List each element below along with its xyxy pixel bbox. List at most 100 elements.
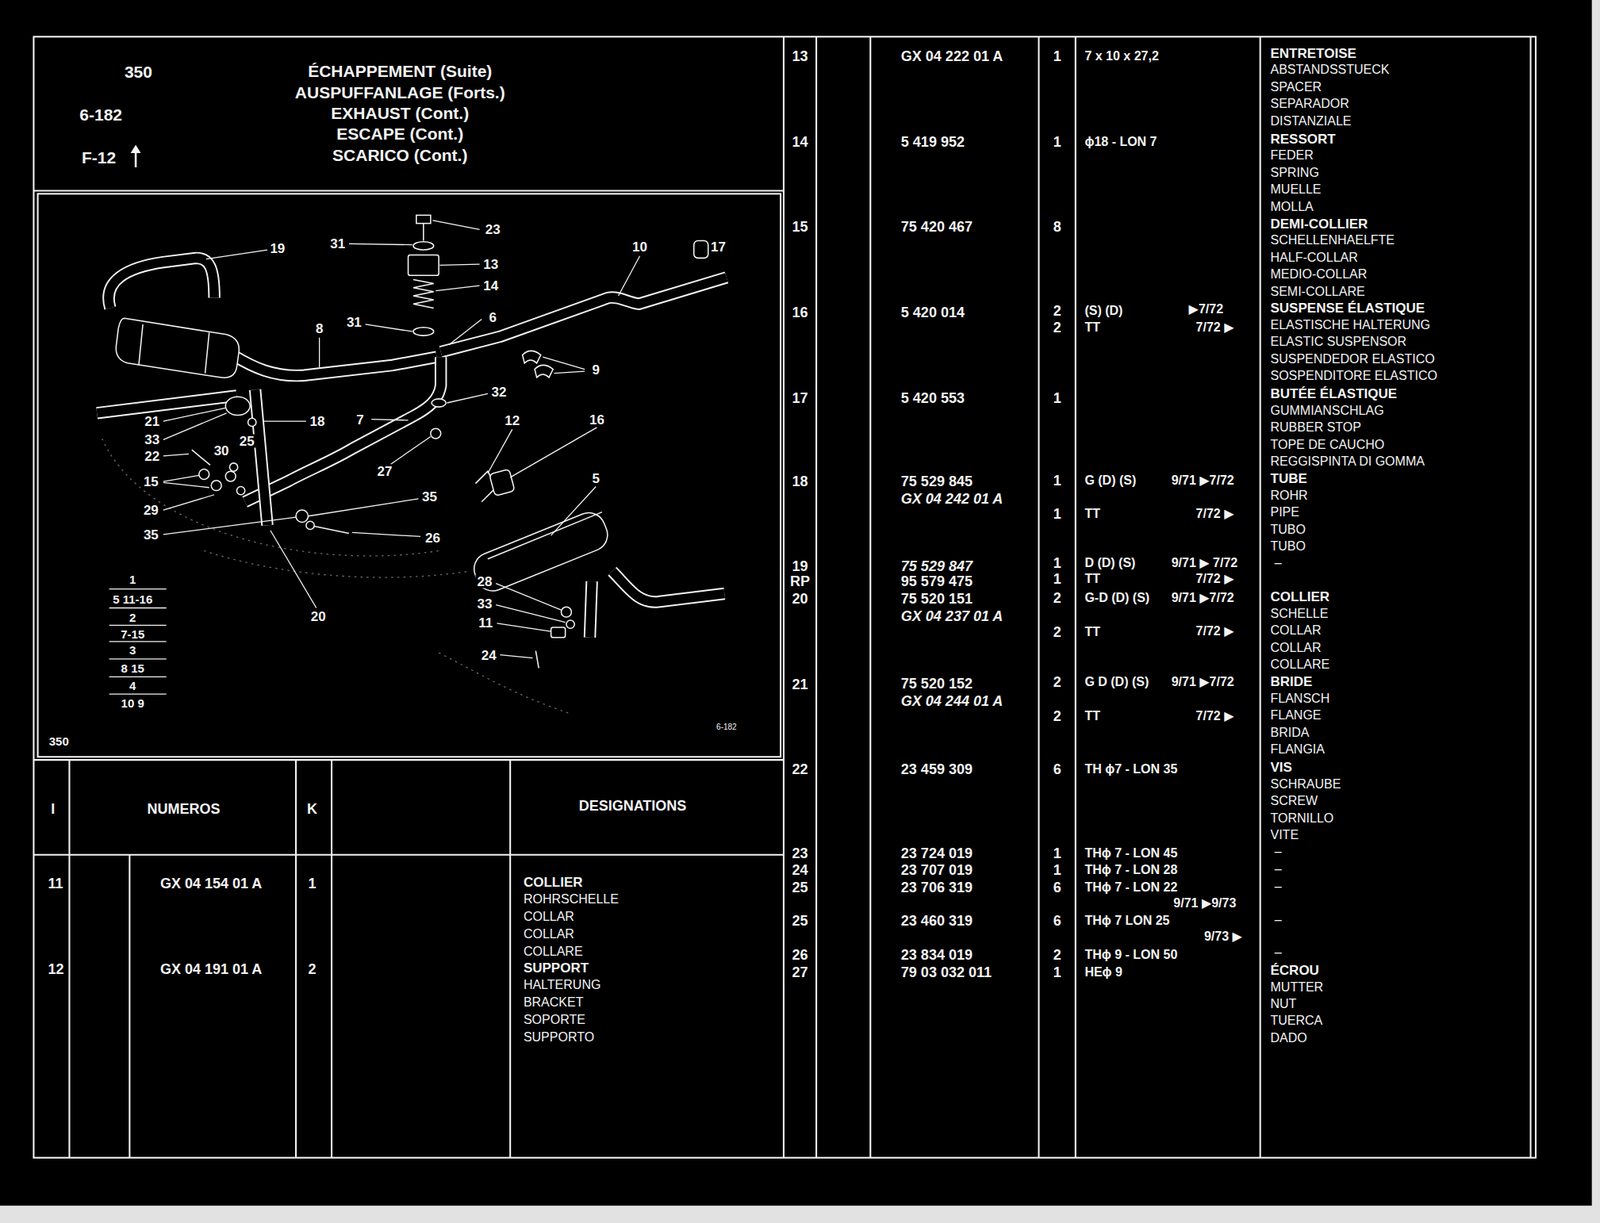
table-cell: 22 [791,762,808,777]
table-cell: 75 520 151 [901,591,973,607]
label-slot: 22 [791,762,808,777]
table-cell: 75 529 847 [901,559,973,574]
designation-text: DISTANZIALE [1270,115,1352,128]
table-cell: 15 [791,219,808,235]
table-cell: 23 724 019 [901,846,973,861]
table-cell: 1 [1053,965,1062,980]
label-slot: AUSPUFFANLAGE (Forts.) [295,83,506,100]
table-cell: K [306,801,318,817]
designation-text: SCHELLENHAELFTE [1270,234,1396,247]
label-slot: 19 [268,241,287,255]
label-slot: SCREW [1270,794,1319,808]
designation-text: NUT [1270,997,1297,1011]
label-slot: 13 [481,257,500,272]
callout-number: 14 [481,279,500,293]
label-slot: DADO [1270,1032,1308,1045]
label-slot: GX 04 242 01 A [901,491,1003,507]
table-cell: 1 [1053,571,1062,587]
label-slot: 21 [791,677,808,692]
label-slot: 1 [1053,49,1062,64]
label-slot: 10 [630,240,649,254]
table-cell: 5 420 553 [901,391,965,406]
table-cell: 23 460 319 [901,913,973,929]
label-slot: FLANSCH [1270,692,1331,706]
label-slot: 2 [308,962,317,977]
designation-text: MUTTER [1270,981,1324,994]
label-slot: 7/72 ▶ [1196,507,1235,521]
label-slot: 25 [791,880,808,895]
label-slot: FLANGE [1270,709,1322,722]
designation-text: TUBE [1270,471,1308,486]
designation-text: MOLLA [1270,200,1314,214]
label-slot: 33 [475,597,495,611]
heading-text: 350 [124,63,153,81]
label-slot: G-D (D) (S) [1084,591,1150,605]
label-slot: COLLAR [523,928,575,941]
designation-text: – [1274,863,1282,876]
label-slot: 23 834 019 [901,947,973,963]
table-cell: 20 [791,591,808,607]
label-slot: TOPE DE CAUCHO [1270,438,1386,452]
label-slot: 350 [124,63,153,81]
label-slot: 17 [791,391,808,406]
label-slot: ABSTANDSSTUECK [1270,63,1390,77]
label-slot: 9/73 ▶ [1204,930,1243,944]
label-slot: GX 04 191 01 A [160,962,262,977]
exhaust-pipes [96,257,727,637]
label-slot: 31 [328,237,347,251]
table-cell: TT [1084,507,1101,521]
label-slot: 23 [791,846,808,861]
designation-text: COLLARE [1270,658,1331,672]
label-slot: 25 [791,913,808,929]
label-slot: 9/71 ▶7/72 [1171,591,1235,605]
label-slot: 5 419 952 [901,134,965,150]
label-slot: MEDIO-COLLAR [1270,268,1368,281]
label-slot: – [1274,880,1282,894]
table-cell: DESIGNATIONS [579,798,687,814]
callout-number: 35 [141,527,161,542]
label-slot: 95 579 475 [901,574,973,589]
designation-text: – [1274,556,1282,570]
heading-text: AUSPUFFANLAGE (Forts.) [295,83,506,100]
callout-number: 21 [142,414,162,429]
table-cell: GX 04 191 01 A [160,962,262,977]
label-slot: COLLAR [1270,624,1322,637]
leader-lines [163,220,641,659]
label-slot: GX 04 237 01 A [901,609,1003,624]
table-cell: 27 [791,965,808,980]
label-slot: SCHELLE [1270,607,1329,621]
label-slot: HEϕ 9 [1084,966,1123,979]
fraction-bars [109,589,167,695]
callout-number: 8 [314,322,325,336]
table-cell: 17 [791,391,808,406]
label-slot: TORNILLO [1270,812,1335,825]
callout-number: 28 [475,575,495,589]
callout-number: 7 [354,412,365,426]
label-slot: 6-182 [79,106,123,123]
label-slot: 23 707 019 [901,863,973,878]
table-cell: RP [790,574,810,589]
designation-text: RUBBER STOP [1270,421,1362,434]
label-slot: GX 04 154 01 A [160,876,262,891]
table-cell: 23 834 019 [901,947,973,963]
table-cell: GX 04 244 01 A [901,694,1003,709]
label-slot: THϕ 7 - LON 45 [1084,847,1178,860]
label-slot: ROHR [1270,489,1309,503]
label-slot: 15 [791,219,808,235]
label-slot: 24 [479,648,499,662]
label-slot: 2 [129,611,136,624]
designation-text: GUMMIANSCHLAG [1270,404,1385,418]
table-cell: 7/72 ▶ [1196,709,1235,723]
label-slot: 33 [142,433,162,447]
designation-text: SOSPENDITORE ELASTICO [1270,369,1438,383]
table-cell: 18 [791,474,808,489]
callout-number: 17 [709,240,728,254]
callout-number: 5 [590,471,601,486]
designation-text: ÉCROU [1270,963,1320,978]
label-slot: 26 [423,530,442,545]
label-slot: PIPE [1270,506,1300,519]
label-slot: – [1274,863,1282,876]
label-slot: 23 706 319 [901,880,973,895]
callout-number: 25 [237,433,257,448]
